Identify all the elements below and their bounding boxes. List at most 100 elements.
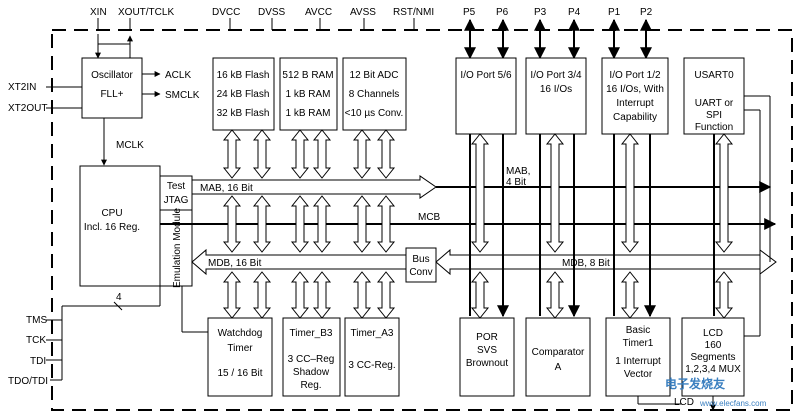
bus-connector-arrow [252, 195, 272, 253]
pin-tdi: TDI [30, 356, 46, 367]
timer-b3-line-4: Reg. [300, 380, 321, 391]
power-pin-ticks [229, 18, 415, 30]
bus-connector-arrow [352, 195, 372, 253]
bus-connector-arrow [714, 271, 734, 319]
pin-p4: P4 [568, 7, 581, 18]
bus-connector-arrow [222, 271, 242, 319]
mab-4-label-2: 4 Bit [506, 177, 526, 188]
basic-timer-block: Basic Timer1 1 Interrupt Vector [605, 317, 671, 397]
pin-xout-tclk: XOUT/TCLK [118, 7, 174, 18]
basic-timer-line-2: Timer1 [623, 338, 654, 349]
left-pin-labels: XT2IN XT2OUT TMS TCK TDI TDO/TDI [8, 82, 48, 387]
watermark: 电子发烧友 www.elecfans.com [665, 376, 767, 408]
bus-connector-arrow [620, 133, 640, 253]
fll-label: FLL+ [100, 89, 123, 100]
basic-timer-line-4: Vector [624, 369, 653, 380]
bus-connector-arrow [352, 271, 372, 319]
pin-xt2in: XT2IN [8, 82, 36, 93]
port-pin-arrows [464, 18, 652, 60]
io-bus-drops [469, 134, 715, 318]
pin-tms: TMS [26, 315, 47, 326]
usart0-block: USART0 UART or SPI Function [683, 57, 745, 135]
ram-block: 512 B RAM 1 kB RAM 1 kB RAM [279, 57, 338, 131]
mclk-label: MCLK [116, 140, 144, 151]
timer-b3-line-2: 3 CC–Reg [288, 354, 335, 365]
pin-avss: AVSS [350, 7, 376, 18]
top-pin-labels: XIN XOUT/TCLK DVCC DVSS AVCC AVSS RST/NM… [90, 7, 653, 18]
adc-line-2: 8 Channels [349, 89, 400, 100]
ram-line-3: 1 kB RAM [285, 108, 330, 119]
lcd-line-2: 160 [705, 340, 722, 351]
flash-line-3: 32 kB Flash [217, 108, 270, 119]
adc-block: 12 Bit ADC 8 Channels <10 µs Conv. [342, 57, 407, 131]
peripheral-feedback-lines [181, 109, 761, 405]
io-port-5-6-block: I/O Port 5/6 [455, 57, 517, 135]
pin-p5: P5 [463, 7, 476, 18]
pin-tdo-tdi: TDO/TDI [8, 376, 48, 387]
mdb-8-bus [435, 248, 777, 276]
io-port-3-4-label: I/O Port 3/4 [530, 70, 582, 81]
flash-line-1: 16 kB Flash [217, 70, 270, 81]
comparator-line-1: Comparator [532, 347, 585, 358]
usart0-line-2: UART or [695, 98, 734, 109]
basic-timer-line-1: Basic [626, 325, 650, 336]
pin-p3: P3 [534, 7, 547, 18]
por-line-3: Brownout [466, 358, 508, 369]
watermark-cn: 电子发烧友 [665, 376, 725, 391]
bus-connector-arrow [252, 129, 272, 179]
comparator-block: Comparator A [525, 317, 591, 397]
clock-pin-wires [95, 18, 133, 59]
oscillator-block: Oscillator FLL+ [81, 57, 143, 119]
chip-boundary [51, 29, 793, 411]
pin-p1: P1 [608, 7, 621, 18]
timer-b3-line-3: Shadow [293, 367, 330, 378]
bus-connector-arrow [252, 271, 272, 319]
bus-connector-arrow [290, 195, 310, 253]
left-pin-wires [46, 86, 161, 381]
watchdog-block: Watchdog Timer 15 / 16 Bit [207, 317, 273, 397]
lcd-block: LCD 160 Segments 1,2,3,4 MUX [681, 317, 745, 397]
adc-line-3: <10 µs Conv. [345, 108, 404, 119]
jtag-label: JTAG [164, 195, 189, 206]
timer-a3-line-1: Timer_A3 [351, 328, 394, 339]
emulation-module-block: Emulation Module [159, 208, 193, 288]
pin-tck: TCK [26, 335, 46, 346]
bus-conv-label-1: Bus [412, 254, 429, 265]
emulation-module-label: Emulation Module [172, 208, 183, 288]
usart0-line-1: USART0 [694, 70, 734, 81]
bus-connector-arrow [470, 133, 490, 253]
io-port-1-2-line-1: I/O Port 1/2 [609, 70, 661, 81]
usart-routing [744, 95, 771, 262]
bus-connector-arrow [376, 129, 396, 179]
mab-4-label-1: MAB, [506, 166, 530, 177]
watchdog-line-1: Watchdog [218, 328, 263, 339]
bus-connector-arrow [312, 195, 332, 253]
test-jtag-block: Test JTAG [159, 175, 193, 211]
watermark-en: www.elecfans.com [699, 399, 767, 408]
lcd-line-1: LCD [703, 328, 723, 339]
timer-a3-line-2: 3 CC-Reg. [348, 360, 395, 371]
io-port-1-2-line-3: Interrupt [616, 98, 653, 109]
flash-block: 16 kB Flash 24 kB Flash 32 kB Flash [212, 57, 275, 131]
bus-connector-arrow [222, 195, 242, 253]
lcd-line-4: 1,2,3,4 MUX [685, 364, 741, 375]
bus-connector-arrow [376, 271, 396, 319]
cpu-block: CPU Incl. 16 Reg. [79, 165, 161, 287]
pin-dvcc: DVCC [212, 7, 240, 18]
adc-line-1: 12 Bit ADC [350, 70, 399, 81]
bus-connector-arrow [290, 271, 310, 319]
watchdog-line-2: Timer [227, 343, 253, 354]
lcd-line-3: Segments [690, 352, 735, 363]
bus-conv-block: Bus Conv [405, 247, 437, 283]
clock-outputs [101, 71, 161, 166]
timer-a3-block: Timer_A3 3 CC-Reg. [344, 317, 400, 397]
bus-conv-label-2: Conv [409, 267, 432, 278]
timer-b3-line-1: Timer_B3 [290, 328, 333, 339]
smclk-label: SMCLK [165, 90, 200, 101]
oscillator-title: Oscillator [91, 70, 133, 81]
bus-connector-arrow [376, 195, 396, 253]
bus-connector-arrow [312, 271, 332, 319]
ram-line-2: 1 kB RAM [285, 89, 330, 100]
ram-line-1: 512 B RAM [282, 70, 333, 81]
por-line-2: SVS [477, 345, 497, 356]
